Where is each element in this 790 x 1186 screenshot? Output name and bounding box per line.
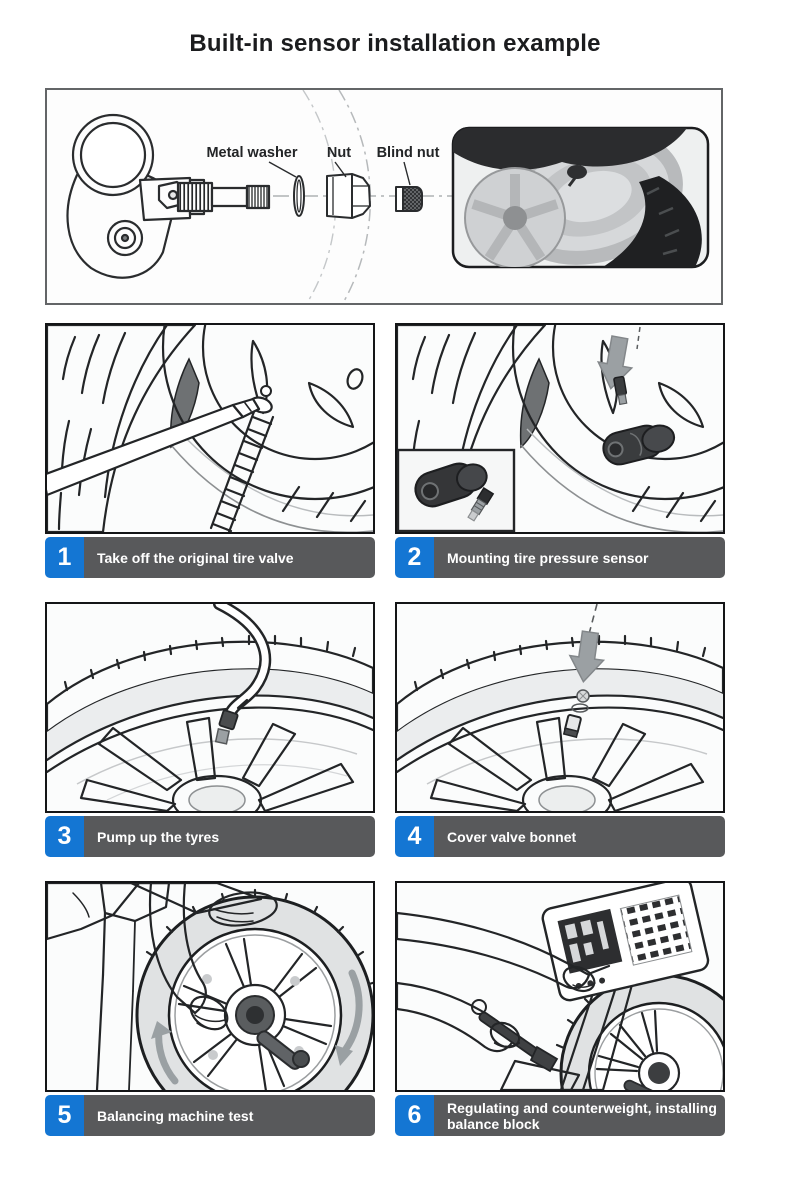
step-caption: Regulating and counterweight, installing… xyxy=(447,1099,717,1132)
tpms-sensor-drawing xyxy=(66,113,271,279)
air-hose xyxy=(213,604,272,731)
step-number-badge: 4 xyxy=(395,816,434,857)
down-arrow-icon xyxy=(568,630,606,684)
wheel-photo xyxy=(451,126,710,269)
page-title: Built-in sensor installation example xyxy=(189,30,601,57)
step-caption-bar: Cover valve bonnet xyxy=(434,816,725,857)
step-caption-bar: Pump up the tyres xyxy=(84,816,375,857)
step-2-illustration xyxy=(395,323,725,534)
arm-to-hub xyxy=(148,883,229,1031)
label-nut: Nut xyxy=(327,145,351,161)
step-card-2: 2 Mounting tire pressure sensor xyxy=(395,323,725,578)
step-number-badge: 1 xyxy=(45,537,84,578)
step-2-caption-row: 2 Mounting tire pressure sensor xyxy=(395,537,725,578)
step-card-1: 1 Take off the original tire valve xyxy=(45,323,375,578)
step-6-illustration xyxy=(395,881,725,1092)
parts-diagram-panel: Metal washer Nut Blind nut xyxy=(45,88,723,305)
step-3-illustration xyxy=(45,602,375,813)
balancer-hub-adapter xyxy=(223,983,310,1070)
step-caption: Balancing machine test xyxy=(97,1107,254,1124)
hand-on-tire xyxy=(129,883,278,927)
balancer-cabinet xyxy=(95,883,171,1090)
sensor-exploded-diagram: Metal washer Nut Blind nut xyxy=(66,90,710,303)
label-blind-nut: Blind nut xyxy=(377,145,440,161)
step-caption: Cover valve bonnet xyxy=(447,828,577,845)
nut-part xyxy=(326,173,371,219)
step-caption: Take off the original tire valve xyxy=(97,549,294,566)
console-keypad xyxy=(619,894,693,966)
step-caption-bar: Regulating and counterweight, installing… xyxy=(434,1095,725,1136)
tire-valve xyxy=(214,727,231,745)
metal-washer-part xyxy=(293,175,305,217)
step-card-4: 4 Cover valve bonnet xyxy=(395,602,725,857)
step-5-illustration xyxy=(45,881,375,1092)
steps-grid: 1 Take off the original tire valve xyxy=(45,323,725,1136)
wheel-hub xyxy=(521,774,613,811)
step-6-caption-row: 6 Regulating and counterweight, installi… xyxy=(395,1095,725,1136)
valve-core-part xyxy=(613,375,628,406)
step-caption-bar: Balancing machine test xyxy=(84,1095,375,1136)
wheel-hub xyxy=(171,774,263,811)
step-number-badge: 6 xyxy=(395,1095,434,1136)
step-5-caption-row: 5 Balancing machine test xyxy=(45,1095,375,1136)
step-number-badge: 5 xyxy=(45,1095,84,1136)
label-metal-washer: Metal washer xyxy=(206,145,297,161)
step-number-badge: 2 xyxy=(395,537,434,578)
installed-sensor-dot xyxy=(567,165,587,179)
tire-valve xyxy=(562,714,582,739)
rotation-arrow-icon xyxy=(335,969,363,1066)
shirt xyxy=(47,883,141,941)
step-caption-bar: Take off the original tire valve xyxy=(84,537,375,578)
step-number-badge: 3 xyxy=(45,816,84,857)
step-card-5: 5 Balancing machine test xyxy=(45,881,375,1136)
step-caption: Mounting tire pressure sensor xyxy=(447,549,649,566)
label-leader-line xyxy=(268,161,297,178)
step-caption: Pump up the tyres xyxy=(97,828,220,845)
valve-cap xyxy=(571,689,590,713)
sensor-valve-stem xyxy=(467,487,495,522)
step-card-3: 3 Pump up the tyres xyxy=(45,602,375,857)
coarse-thread xyxy=(176,181,214,213)
label-leader-line xyxy=(403,161,411,186)
step-1-illustration xyxy=(45,323,375,534)
sensor-inset xyxy=(397,448,516,532)
valve-removal-tool xyxy=(47,397,261,497)
step-3-caption-row: 3 Pump up the tyres xyxy=(45,816,375,857)
blind-nut-part xyxy=(395,186,423,212)
step-caption-bar: Mounting tire pressure sensor xyxy=(434,537,725,578)
step-4-caption-row: 4 Cover valve bonnet xyxy=(395,816,725,857)
label-leader-line xyxy=(334,161,347,178)
step-1-caption-row: 1 Take off the original tire valve xyxy=(45,537,375,578)
wrench-arm xyxy=(397,981,517,1053)
rotation-arrow-icon xyxy=(151,1021,179,1085)
pointing-arm xyxy=(397,911,611,993)
tpms-sensor xyxy=(602,424,676,466)
step-4-illustration xyxy=(395,602,725,813)
fine-thread xyxy=(245,184,271,210)
step-card-6: 6 Regulating and counterweight, installi… xyxy=(395,881,725,1136)
